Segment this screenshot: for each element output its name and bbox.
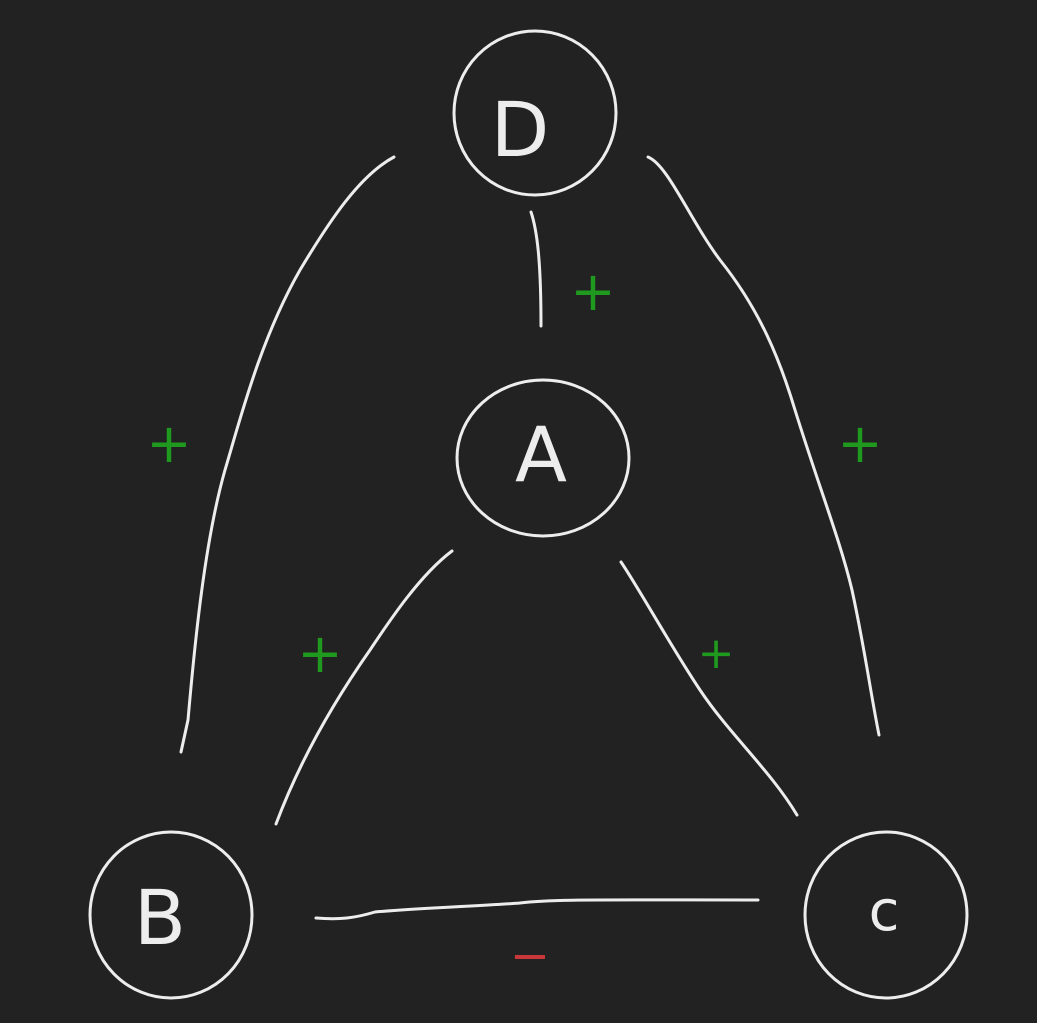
edge-d-c bbox=[646, 155, 881, 737]
sign-a-c: + bbox=[698, 628, 735, 679]
edge-b-c bbox=[314, 898, 760, 921]
sign-d-b: + bbox=[146, 412, 191, 475]
edge-a-c bbox=[619, 560, 799, 817]
sign-d-a: + bbox=[570, 260, 615, 323]
node-b-circle bbox=[88, 830, 254, 1000]
sign-d-c: + bbox=[837, 412, 882, 475]
sign-a-b: + bbox=[297, 622, 342, 685]
node-c-label: c bbox=[869, 879, 900, 944]
node-d-circle bbox=[452, 29, 618, 197]
node-d-label: D bbox=[491, 85, 550, 174]
sign-b-c: − bbox=[510, 928, 550, 984]
edge-d-a bbox=[529, 210, 543, 328]
node-a-circle bbox=[455, 378, 631, 538]
node-a-label: A bbox=[515, 410, 567, 499]
node-b-label: B bbox=[134, 873, 186, 962]
edge-a-b bbox=[274, 549, 454, 826]
node-c-circle bbox=[803, 830, 969, 1000]
edge-d-b bbox=[179, 155, 396, 754]
